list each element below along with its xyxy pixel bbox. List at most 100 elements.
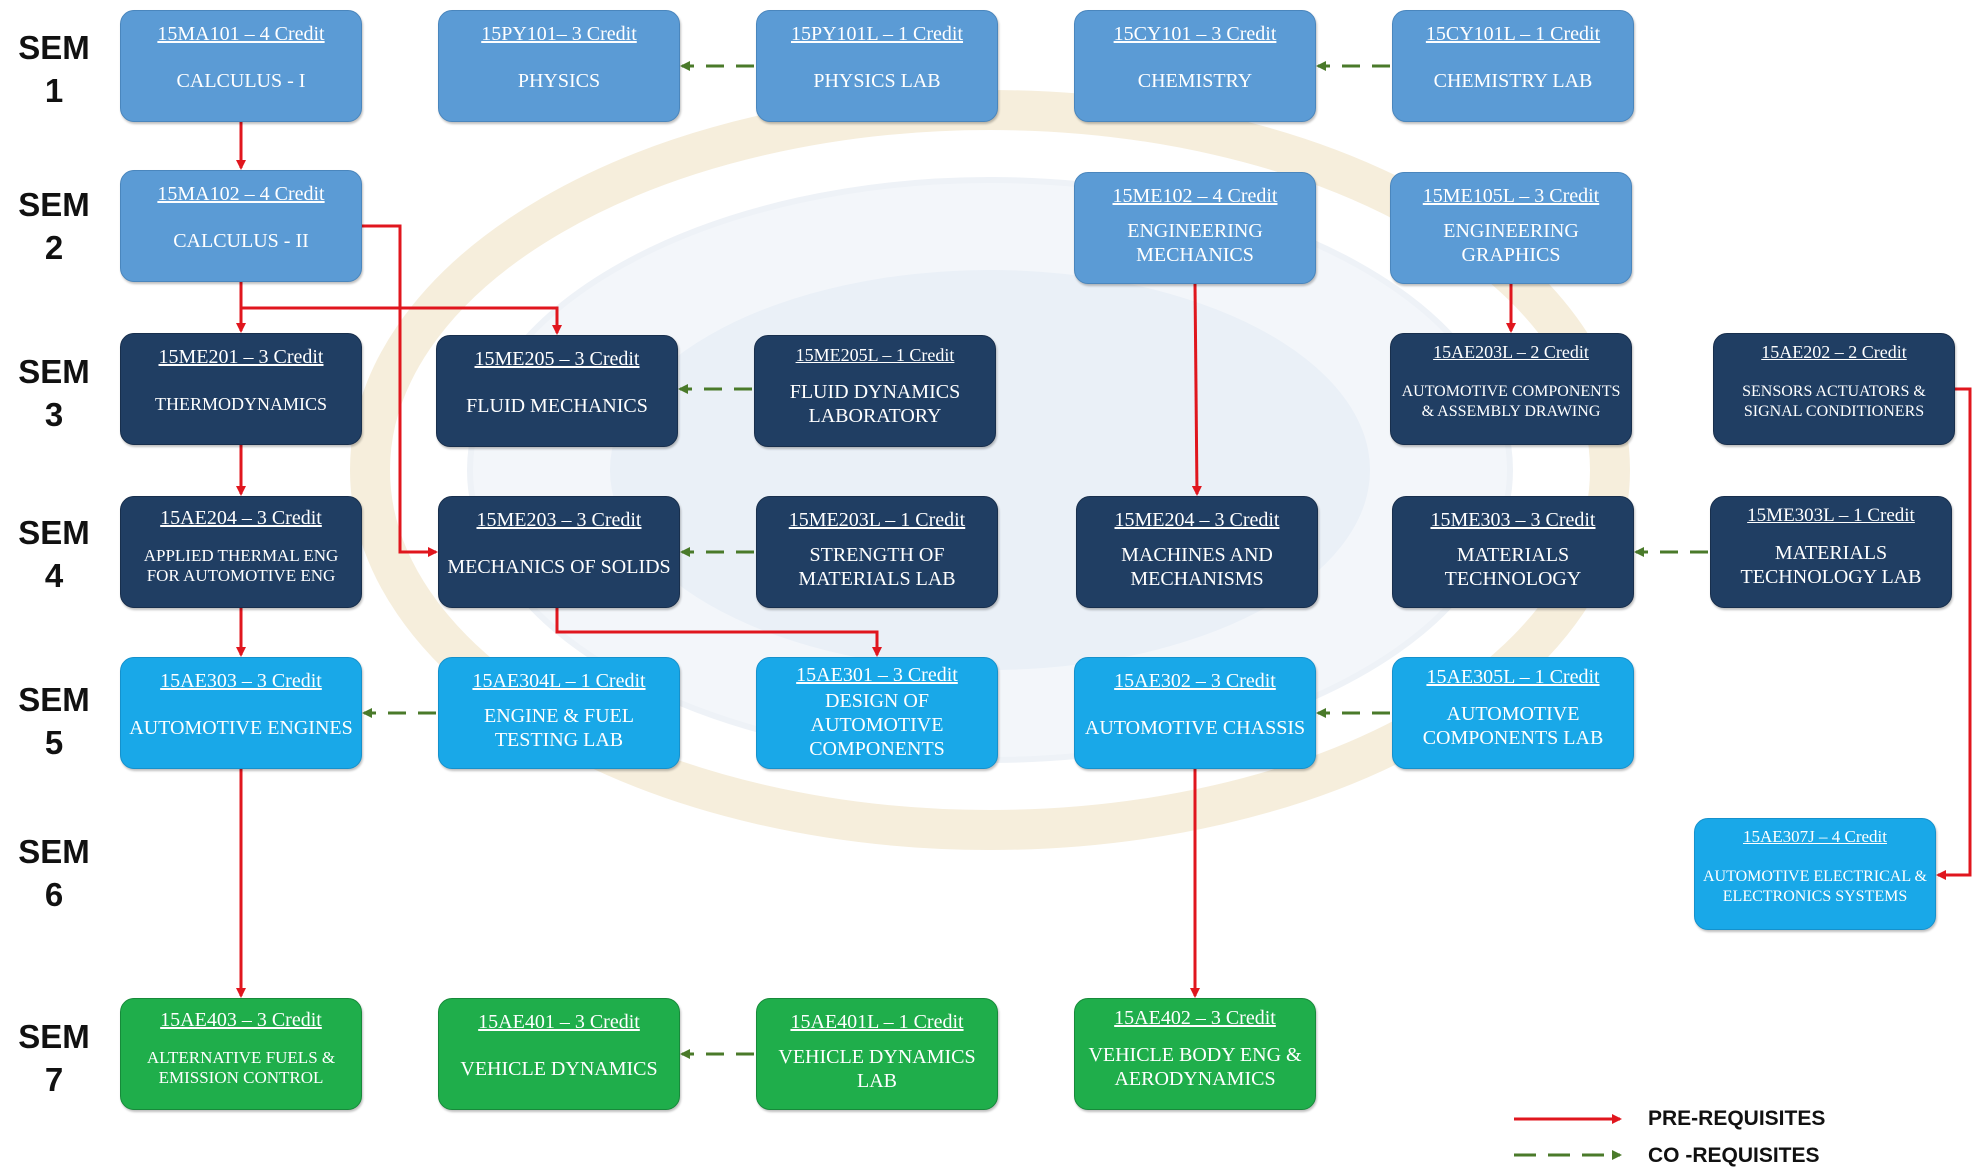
course-title: CHEMISTRY LAB bbox=[1433, 70, 1593, 92]
course-code: 15AE305L – 1 Credit bbox=[1426, 666, 1600, 688]
course-code: 15ME205L – 1 Credit bbox=[795, 345, 955, 365]
prereq-me203-ae301 bbox=[555, 608, 882, 657]
course-title: CALCULUS - II bbox=[173, 230, 309, 252]
legend-swatches bbox=[1514, 1114, 1622, 1160]
course-title: VEHICLE DYNAMICS LAB bbox=[778, 1046, 976, 1092]
course-code: 15AE203L – 2 Credit bbox=[1433, 342, 1589, 362]
course-title: FLUID MECHANICS bbox=[466, 395, 648, 417]
course-title: ENGINE & FUEL TESTING LAB bbox=[484, 705, 634, 751]
course-title: VEHICLE BODY ENG & AERODYNAMICS bbox=[1088, 1044, 1302, 1090]
course-code: 15ME303 – 3 Credit bbox=[1430, 509, 1596, 531]
course-title: ENGINEERING MECHANICS bbox=[1127, 220, 1263, 266]
course-code: 15CY101 – 3 Credit bbox=[1113, 23, 1277, 45]
course-title: PHYSICS bbox=[517, 70, 601, 92]
course-code: 15AE301 – 3 Credit bbox=[796, 664, 958, 686]
course-title: SENSORS ACTUATORS & SIGNAL CONDITIONERS bbox=[1742, 382, 1926, 420]
course-code: 15AE302 – 3 Credit bbox=[1114, 670, 1276, 692]
course-title: STRENGTH OF MATERIALS LAB bbox=[798, 544, 956, 590]
course-code: 15AE202 – 2 Credit bbox=[1761, 342, 1907, 362]
course-code: 15AE303 – 3 Credit bbox=[160, 670, 322, 692]
course-code: 15AE403 – 3 Credit bbox=[160, 1009, 322, 1031]
course-title: MATERIALS TECHNOLOGY bbox=[1444, 544, 1582, 590]
course-title: VEHICLE DYNAMICS bbox=[460, 1058, 658, 1080]
course-code: 15PY101L – 1 Credit bbox=[790, 23, 964, 45]
course-title: AUTOMOTIVE COMPONENTS & ASSEMBLY DRAWING bbox=[1401, 382, 1621, 420]
course-title: CALCULUS - I bbox=[176, 70, 306, 92]
legend-prerequisites-label: PRE-REQUISITES bbox=[1648, 1107, 1826, 1130]
course-title: AUTOMOTIVE COMPONENTS LAB bbox=[1422, 703, 1604, 749]
course-title: MATERIALS TECHNOLOGY LAB bbox=[1740, 542, 1922, 588]
course-title: CHEMISTRY bbox=[1137, 70, 1253, 92]
course-code: 15ME203L – 1 Credit bbox=[788, 509, 966, 531]
course-code: 15ME201 – 3 Credit bbox=[158, 346, 324, 368]
course-title: ENGINEERING GRAPHICS bbox=[1443, 220, 1579, 266]
course-code: 15AE401 – 3 Credit bbox=[478, 1011, 640, 1033]
course-title: FLUID DYNAMICS LABORATORY bbox=[789, 381, 961, 427]
course-title: AUTOMOTIVE ELECTRICAL & ELECTRONICS SYST… bbox=[1703, 867, 1927, 905]
course-title: DESIGN OF AUTOMOTIVE COMPONENTS bbox=[809, 690, 945, 760]
course-code: 15ME102 – 4 Credit bbox=[1112, 185, 1278, 207]
prereq-ae202-ae307j bbox=[1936, 387, 1972, 880]
course-code: 15AE304L – 1 Credit bbox=[472, 670, 646, 692]
course-code: 15AE307J – 4 Credit bbox=[1742, 827, 1888, 846]
course-code: 15AE204 – 3 Credit bbox=[160, 507, 322, 529]
course-title: APPLIED THERMAL ENG FOR AUTOMOTIVE ENG bbox=[143, 546, 339, 585]
course-code: 15CY101L – 1 Credit bbox=[1425, 23, 1601, 45]
prereq-me102-me204 bbox=[1191, 283, 1202, 496]
course-code: 15ME205 – 3 Credit bbox=[474, 348, 640, 370]
legend-corequisites-label: CO -REQUISITES bbox=[1648, 1144, 1820, 1167]
course-code: 15ME105L – 3 Credit bbox=[1422, 185, 1600, 207]
course-code: 15PY101– 3 Credit bbox=[481, 23, 637, 45]
course-code: 15ME203 – 3 Credit bbox=[476, 509, 642, 531]
course-title: ALTERNATIVE FUELS & EMISSION CONTROL bbox=[146, 1048, 336, 1087]
course-title: MECHANICS OF SOLIDS bbox=[447, 556, 671, 578]
prereq-ma102-me203 bbox=[362, 224, 438, 557]
course-code: 15MA101 – 4 Credit bbox=[157, 23, 325, 45]
course-code: 15ME303L – 1 Credit bbox=[1747, 505, 1915, 526]
course-title: MACHINES AND MECHANISMS bbox=[1121, 544, 1273, 590]
course-title: PHYSICS LAB bbox=[813, 70, 941, 92]
course-title: AUTOMOTIVE CHASSIS bbox=[1084, 717, 1306, 739]
course-code: 15MA102 – 4 Credit bbox=[157, 183, 325, 205]
course-code: 15AE402 – 3 Credit bbox=[1114, 1007, 1276, 1029]
prereq-ma102-me205 bbox=[241, 306, 562, 335]
course-title: AUTOMOTIVE ENGINES bbox=[129, 717, 353, 739]
course-code: 15ME204 – 3 Credit bbox=[1114, 509, 1280, 531]
course-title: THERMODYNAMICS bbox=[154, 394, 327, 414]
